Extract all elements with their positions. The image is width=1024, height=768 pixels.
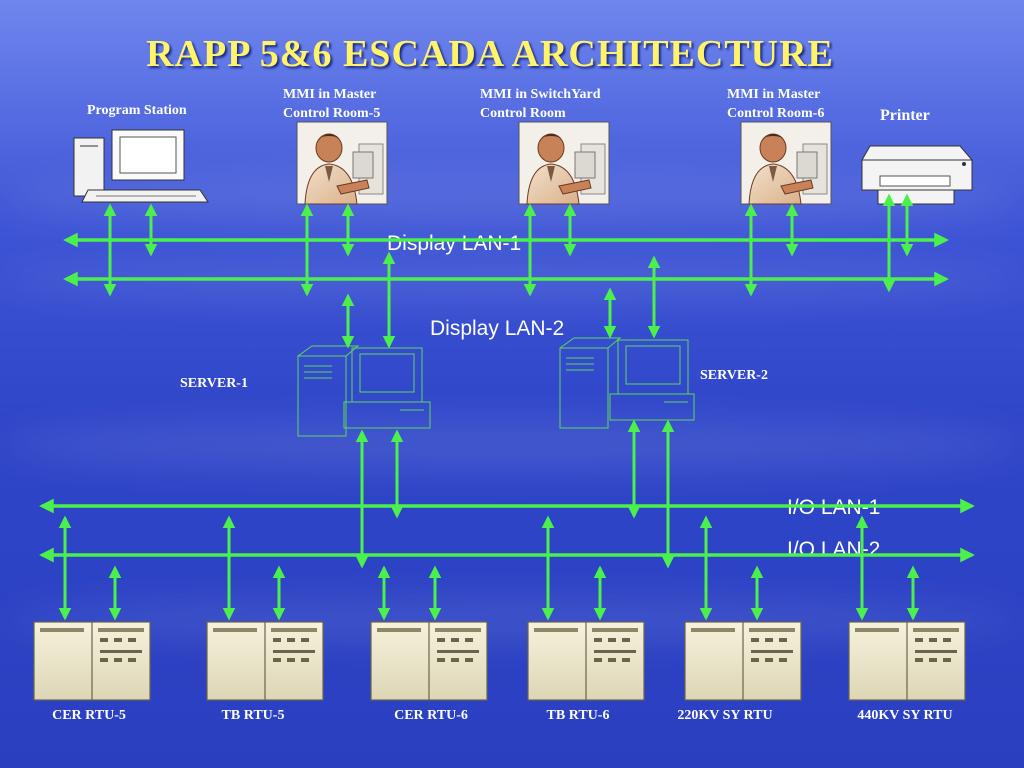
rtu-cabinet-icon-cer-6: [370, 621, 488, 701]
program-station-label: Program Station: [87, 103, 187, 118]
mmi-switchyard-label-line2: Control Room: [480, 106, 566, 121]
rtu-label-tb-5: TB RTU-5: [221, 708, 285, 723]
mmi-master-6-label-line2: Control Room-6: [727, 106, 825, 121]
mmi-master-6-label: MMI in Master Control Room-6: [727, 85, 824, 123]
rtu-label-tb-6: TB RTU-6: [546, 708, 610, 723]
printer-label: Printer: [880, 107, 930, 124]
rtu-cabinet-icon-tb-5: [206, 621, 324, 701]
mmi-switchyard-label: MMI in SwitchYard Control Room: [480, 85, 601, 123]
mmi-master-6-label-line1: MMI in Master: [727, 87, 821, 102]
rtu-cabinet-icon-220kv: [684, 621, 802, 701]
operator-workstation-icon-mmi-5: [296, 121, 388, 205]
mmi-master-5-label-line1: MMI in Master: [283, 87, 377, 102]
operator-workstation-icon-mmi-6: [740, 121, 832, 205]
server-2-label: SERVER-2: [700, 368, 768, 383]
printer-icon: [861, 145, 974, 205]
rtu-cabinet-icon-tb-6: [527, 621, 645, 701]
mmi-master-5-label-line2: Control Room-5: [283, 106, 381, 121]
mmi-master-5-label: MMI in Master Control Room-5: [283, 85, 380, 123]
server-tower-icon-server-1: [297, 345, 431, 437]
desktop-computer-icon: [73, 129, 209, 203]
server-1-label: SERVER-1: [180, 376, 248, 391]
operator-workstation-icon-switchyard: [518, 121, 610, 205]
rtu-label-cer-5: CER RTU-5: [52, 708, 126, 723]
rtu-label-cer-6: CER RTU-6: [394, 708, 468, 723]
mmi-switchyard-label-line1: MMI in SwitchYard: [480, 87, 601, 102]
display-lan-2-label: Display LAN-2: [430, 317, 565, 340]
rtu-label-220kv: 220KV SY RTU: [677, 708, 773, 723]
rtu-label-440kv: 440KV SY RTU: [857, 708, 953, 723]
rtu-cabinet-icon-440kv: [848, 621, 966, 701]
page-title: RAPP 5&6 ESCADA ARCHITECTURE: [146, 33, 834, 75]
server-tower-icon-server-2: [559, 337, 695, 429]
rtu-cabinet-icon-cer-5: [33, 621, 151, 701]
